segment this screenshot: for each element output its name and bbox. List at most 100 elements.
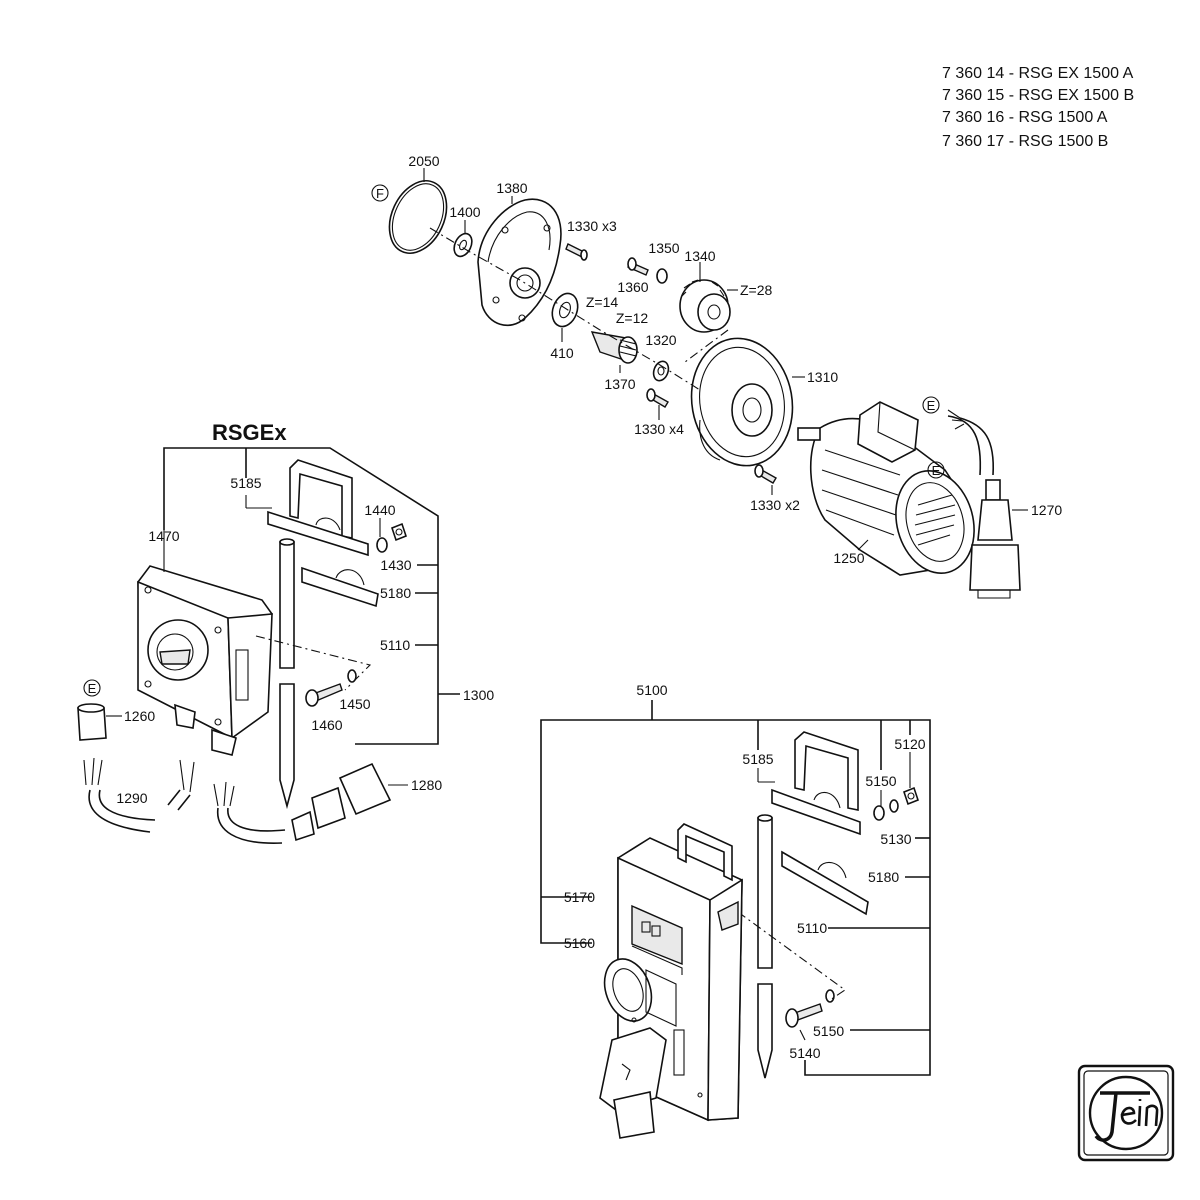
leader-5160 (540, 897, 592, 944)
model-line-1: 7 360 14 - RSG EX 1500 A (942, 65, 1134, 82)
label-5110b: 5110 (797, 920, 827, 936)
marker-e-letter: E (88, 681, 97, 696)
o-ring-2050 (388, 168, 448, 254)
model-line-4: 7 360 17 - RSG 1500 B (942, 133, 1108, 150)
label-1440: 1440 (364, 502, 395, 518)
cable-1290 (83, 757, 195, 833)
label-5160: 5160 (564, 935, 595, 951)
washer-5150a (873, 790, 885, 821)
model-list: 7 360 14 - RSG EX 1500 A 7 360 15 - RSG … (942, 65, 1134, 150)
label-5110a: 5110 (380, 637, 410, 653)
circle-marker-e-gland: E (83, 679, 101, 697)
label-1370: 1370 (604, 376, 635, 392)
washer-5130 (889, 799, 899, 813)
handle-5185a (245, 459, 369, 557)
plug-1280 (213, 762, 408, 844)
washer-5150b (825, 989, 835, 1003)
marker-e-letter: E (927, 398, 936, 413)
label-1330x3: 1330 x3 (567, 218, 617, 234)
model-line-2: 7 360 15 - RSG EX 1500 B (942, 87, 1134, 104)
label-1400: 1400 (449, 204, 480, 220)
marker-f-letter: F (376, 186, 384, 201)
label-z28: Z=28 (740, 282, 773, 298)
pole-5110b (757, 814, 773, 1079)
screw-1330x4 (646, 388, 669, 420)
motor-1250 (797, 401, 975, 576)
screw-1360 (627, 257, 649, 276)
label-5170: 5170 (564, 889, 595, 905)
label-1360: 1360 (617, 279, 648, 295)
circle-marker-e-motor: E (927, 461, 945, 479)
plug-1270 (969, 479, 1028, 599)
gear-1340 (679, 262, 738, 333)
marker-e-letter: E (932, 463, 941, 478)
label-1320: 1320 (645, 332, 676, 348)
label-5150b: 5150 (813, 1023, 844, 1039)
label-5150a: 5150 (865, 773, 896, 789)
part-labels: 2050 1380 1400 1330 x3 1350 1340 1360 Z=… (116, 153, 1062, 1061)
label-1280: 1280 (411, 777, 442, 793)
label-1340: 1340 (684, 248, 715, 264)
label-5100: 5100 (636, 682, 667, 698)
label-5120: 5120 (894, 736, 925, 752)
washer-1440 (376, 518, 388, 553)
label-5185b: 5185 (742, 751, 773, 767)
handle-5185b (757, 731, 861, 836)
label-1460: 1460 (311, 717, 342, 733)
circle-marker-f: F (371, 184, 389, 202)
screw-1330x3 (565, 243, 588, 261)
label-410: 410 (550, 345, 574, 361)
nut-1430 (391, 522, 407, 542)
label-1330x4: 1330 x4 (634, 421, 684, 437)
bearing-410 (551, 292, 579, 342)
pole-5110a (279, 538, 295, 810)
nut-5120 (903, 752, 919, 806)
label-5140: 5140 (789, 1045, 820, 1061)
circle-marker-e-cable: E (922, 396, 940, 414)
screw-1330x2 (754, 464, 777, 495)
label-1330x2: 1330 x2 (750, 497, 800, 513)
screw-1460 (305, 683, 343, 707)
label-1430: 1430 (380, 557, 411, 573)
washer-1450 (347, 669, 357, 683)
axis-line-gearbox-1 (429, 227, 701, 391)
label-1450: 1450 (339, 696, 370, 712)
switch-box-1470 (137, 565, 273, 756)
washer-1350 (656, 268, 668, 284)
washer-1320 (652, 360, 670, 382)
pinion-shaft-1370 (590, 331, 638, 373)
label-1250: 1250 (833, 550, 864, 566)
clamp-5180a (301, 566, 379, 608)
label-5180a: 5180 (380, 585, 411, 601)
label-1310: 1310 (807, 369, 838, 385)
axis-line-5100 (737, 911, 846, 1001)
gear-housing-1310 (690, 337, 805, 467)
label-1270: 1270 (1031, 502, 1062, 518)
fein-logo (1077, 1064, 1175, 1162)
seal-1400 (453, 220, 473, 258)
gear-cover-1380 (477, 196, 562, 327)
section-title-rsgex: RSGEx (212, 420, 287, 445)
label-1350: 1350 (648, 240, 679, 256)
label-z12: Z=12 (616, 310, 649, 326)
motor-cable (947, 409, 995, 476)
screw-5140 (785, 1003, 823, 1041)
label-1300: 1300 (463, 687, 494, 703)
axis-line-gearbox-2 (684, 329, 729, 363)
label-2050: 2050 (408, 153, 439, 169)
label-1260: 1260 (124, 708, 155, 724)
label-5180b: 5180 (868, 869, 899, 885)
cable-gland-1260 (77, 703, 122, 741)
label-z14: Z=14 (586, 294, 619, 310)
bracket-1300 (163, 447, 439, 745)
label-1290: 1290 (116, 790, 147, 806)
label-1470: 1470 (148, 528, 179, 544)
model-line-3: 7 360 16 - RSG 1500 A (942, 109, 1108, 126)
label-1380: 1380 (496, 180, 527, 196)
label-5185a: 5185 (230, 475, 261, 491)
control-box-5170 (599, 823, 743, 1139)
bracket-5100 (540, 719, 931, 1076)
clamp-5180b (781, 850, 869, 916)
label-5130: 5130 (880, 831, 911, 847)
